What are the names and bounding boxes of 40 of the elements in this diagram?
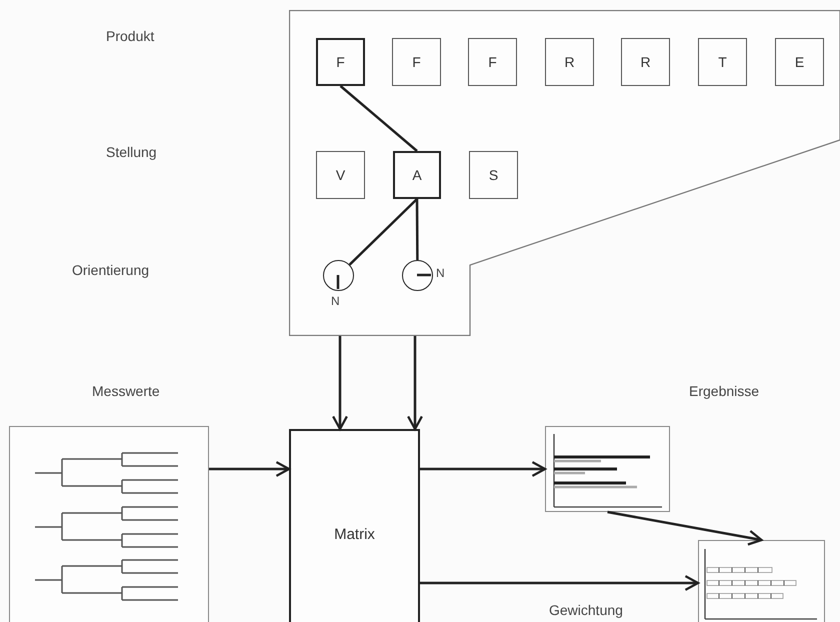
arrow <box>332 336 348 430</box>
letter-box <box>316 38 365 86</box>
box-label: R <box>640 54 651 70</box>
box-label: T <box>718 54 727 70</box>
direction-label: N <box>331 294 340 308</box>
section-label: Messwerte <box>92 383 160 399</box>
letter-box <box>621 38 670 86</box>
process-box <box>289 429 420 622</box>
box-label: A <box>412 167 422 183</box>
section-label: Stellung <box>106 144 157 160</box>
box-label: F <box>336 54 345 70</box>
connector-line <box>416 199 419 260</box>
letter-box <box>316 151 365 199</box>
section-label: Gewichtung <box>549 602 623 618</box>
letter-box <box>698 38 747 86</box>
box-label: E <box>794 54 804 70</box>
section-label: Orientierung <box>72 262 150 278</box>
arrow <box>209 461 290 477</box>
arrow <box>420 461 546 477</box>
box-label: S <box>488 167 498 183</box>
connector-line <box>340 85 418 152</box>
selection-panel <box>289 10 840 336</box>
section-label: Produkt <box>106 28 154 44</box>
box-label: R <box>564 54 575 70</box>
arrow <box>607 510 763 546</box>
box-label: Matrix <box>334 526 375 542</box>
letter-box <box>393 151 441 199</box>
letter-box <box>392 38 441 86</box>
arrow <box>407 336 423 430</box>
box-label: F <box>412 54 421 70</box>
letter-box <box>775 38 824 86</box>
letter-box <box>469 151 518 199</box>
arrow <box>420 575 700 591</box>
box-label: F <box>488 54 497 70</box>
letter-box <box>545 38 594 86</box>
letter-box <box>468 38 517 86</box>
box-label: V <box>336 167 346 183</box>
section-label: Ergebnisse <box>689 383 760 399</box>
connector-line <box>348 198 418 266</box>
direction-label: N <box>436 266 445 280</box>
